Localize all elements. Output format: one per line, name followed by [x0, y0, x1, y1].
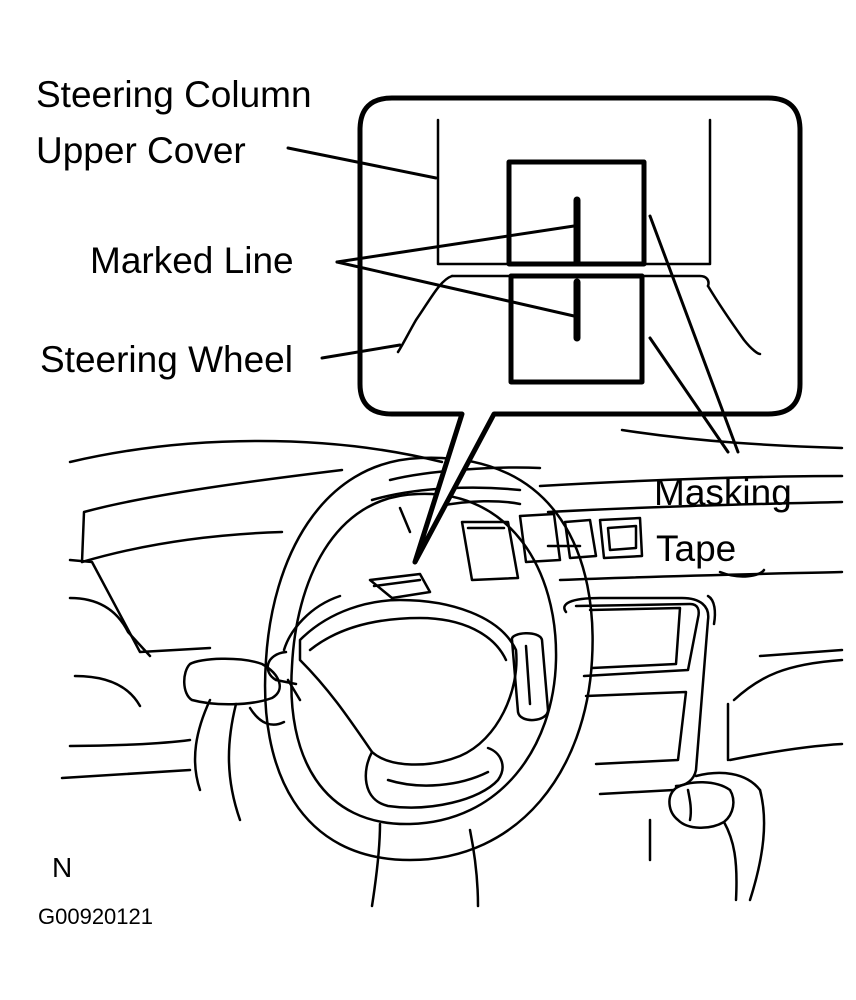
leader-lines [286, 146, 740, 454]
right-hand [668, 771, 766, 902]
label-steering-wheel: Steering Wheel [40, 339, 293, 380]
dashboard-outline [60, 428, 844, 780]
figure-code: G00920121 [38, 904, 153, 929]
right-dash [726, 648, 844, 762]
left-hand [183, 657, 286, 822]
label-steering-column-line2: Upper Cover [36, 130, 246, 171]
label-masking-tape-line2: Tape [656, 528, 737, 569]
detail-callout [357, 95, 803, 565]
label-masking-tape-line1: Masking [654, 472, 792, 513]
label-steering-column-line1: Steering Column [36, 74, 312, 115]
console-switches [460, 512, 644, 582]
steering-wheel [263, 456, 594, 908]
view-marker: N [52, 852, 73, 883]
label-marked-line: Marked Line [90, 240, 294, 281]
center-console [563, 568, 766, 862]
